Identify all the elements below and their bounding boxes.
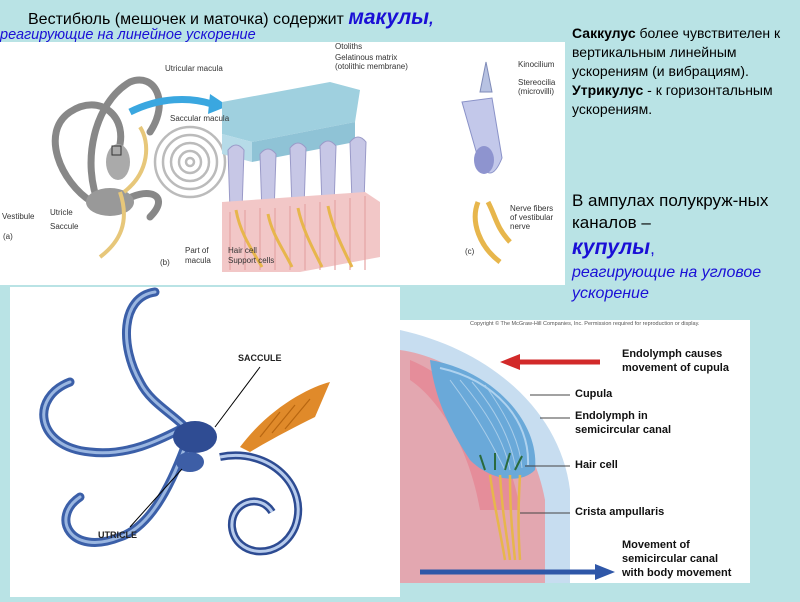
label-with-body: with body movement xyxy=(622,567,731,579)
label-panel-c: (c) xyxy=(465,247,474,256)
label-semicircular-canal: semicircular canal xyxy=(575,424,671,436)
label-semicircular-canal-2: semicircular canal xyxy=(622,553,718,565)
copyright-note: Copyright © The McGraw-Hill Companies, I… xyxy=(470,321,699,327)
label-gelatinous: Gelatinous matrix xyxy=(335,53,397,62)
macula-figure: Utricular macula Saccular macula Vestibu… xyxy=(0,42,565,285)
label-part-of: Part of xyxy=(185,246,209,255)
label-kinocilium: Kinocilium xyxy=(518,60,554,69)
label-crista: Crista ampullaris xyxy=(575,506,664,518)
label-panel-b: (b) xyxy=(160,258,170,267)
label-panel-a: (a) xyxy=(3,232,13,241)
label-endolymph-in: Endolymph in xyxy=(575,410,648,422)
label-utricle: Utricle xyxy=(50,208,73,217)
ampulla-text: В ампулах полукруж-ных каналов – xyxy=(572,190,794,234)
label-movement-of: Movement of xyxy=(622,539,690,551)
ampulla-subtitle: реагирующие на угловое ускорение xyxy=(572,262,794,304)
label-microvilli: (microvilli) xyxy=(518,87,554,96)
label-support-cells: Support cells xyxy=(228,256,274,265)
label-movement-cupula: movement of cupula xyxy=(622,362,729,374)
label-nerve: nerve xyxy=(510,222,530,231)
side-description: Саккулус более чувствителен к вертикальн… xyxy=(572,24,794,119)
label-vestibule: Vestibule xyxy=(2,212,34,221)
labyrinth-figure: SACCULE UTRICLE xyxy=(10,287,400,597)
labyrinth-illustration xyxy=(10,287,400,597)
title-accent: макулы xyxy=(348,6,429,29)
label-otoliths: Otoliths xyxy=(335,42,362,51)
macula-illustration xyxy=(0,42,565,285)
label-stereocilia: Stereocilia xyxy=(518,78,555,87)
label-macula: macula xyxy=(185,256,211,265)
title-subtitle: реагирующие на линейное ускорение xyxy=(0,27,256,43)
label-utricular-macula: Utricular macula xyxy=(165,64,223,73)
title-prefix: Вестибюль (мешочек и маточка) содержит xyxy=(28,11,344,28)
label-of-vestibular: of vestibular xyxy=(510,213,553,222)
label-saccule-b: SACCULE xyxy=(238,353,282,363)
ampulla-accent-suffix: , xyxy=(650,239,655,258)
label-utricle-b: UTRICLE xyxy=(98,530,137,540)
label-cupula: Cupula xyxy=(575,388,612,400)
cupula-figure: Copyright © The McGraw-Hill Companies, I… xyxy=(400,320,750,583)
saccule-term: Саккулус xyxy=(572,25,636,41)
utricle-term: Утрикулус xyxy=(572,82,643,98)
ampulla-accent: купулы xyxy=(572,236,650,259)
ampulla-description: В ампулах полукруж-ных каналов – купулы,… xyxy=(572,190,794,304)
title-accent-suffix: , xyxy=(429,11,433,28)
label-endolymph-causes: Endolymph causes xyxy=(622,348,722,360)
label-hair-cell-a: Hair cell xyxy=(228,246,257,255)
label-hair-cell-c: Hair cell xyxy=(575,459,618,471)
label-saccule: Saccule xyxy=(50,222,78,231)
label-otolithic: (otolithic membrane) xyxy=(335,62,408,71)
label-saccular-macula: Saccular macula xyxy=(170,114,229,123)
label-nerve-fibers: Nerve fibers xyxy=(510,204,553,213)
